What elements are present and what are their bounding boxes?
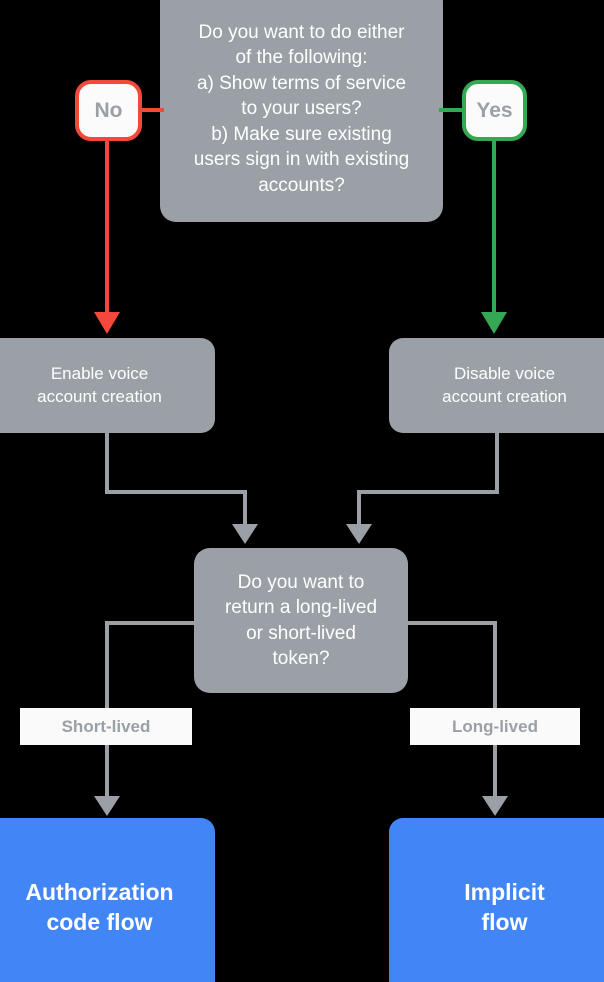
edge-no-horizontal (140, 108, 164, 112)
edge-long-arrowhead (482, 796, 508, 816)
edge-short-arrowhead (94, 796, 120, 816)
edge-disable-arrowhead (346, 524, 372, 544)
edge-disable-drop (495, 432, 499, 494)
branch-badge-yes[interactable]: Yes (462, 80, 527, 141)
terminal-auth-text: Authorization code flow (25, 879, 174, 935)
decision-node-terms-or-existing-accounts[interactable]: Do you want to do either of the followin… (160, 0, 443, 222)
terminal-implicit-text: Implicit flow (464, 879, 545, 935)
edge-yes-vertical (492, 138, 496, 318)
edge-no-arrowhead (94, 312, 120, 334)
decision-top-text: Do you want to do either of the followin… (193, 21, 410, 196)
process-node-disable-voice-account-creation[interactable]: Disable voice account creation (389, 338, 604, 433)
edge-enable-descend (243, 490, 247, 528)
branch-badge-no-label: No (94, 98, 123, 122)
edge-enable-arrowhead (232, 524, 258, 544)
terminal-node-authorization-code-flow[interactable]: Authorization code flow (0, 818, 215, 982)
decision-token-text: Do you want to return a long-lived or sh… (224, 571, 378, 669)
branch-badge-no[interactable]: No (75, 80, 142, 141)
process-enable-text: Enable voice account creation (37, 363, 162, 406)
branch-badge-yes-label: Yes (476, 98, 513, 122)
edge-label-short-lived: Short-lived (20, 708, 192, 745)
edge-short-run (105, 621, 197, 625)
edge-no-vertical (105, 138, 109, 318)
edge-label-short-lived-text: Short-lived (61, 716, 151, 736)
edge-yes-arrowhead (481, 312, 507, 334)
edge-label-long-lived-text: Long-lived (452, 716, 538, 736)
decision-node-token-lifetime[interactable]: Do you want to return a long-lived or sh… (194, 548, 408, 693)
edge-disable-descend (357, 490, 361, 528)
edge-enable-run (105, 490, 247, 494)
edge-label-long-lived: Long-lived (410, 708, 580, 745)
process-disable-text: Disable voice account creation (442, 363, 567, 406)
edge-yes-horizontal (439, 108, 464, 112)
process-node-enable-voice-account-creation[interactable]: Enable voice account creation (0, 338, 215, 433)
edge-long-run (405, 621, 497, 625)
terminal-node-implicit-flow[interactable]: Implicit flow (389, 818, 604, 982)
edge-disable-run (357, 490, 499, 494)
edge-enable-drop (105, 432, 109, 494)
